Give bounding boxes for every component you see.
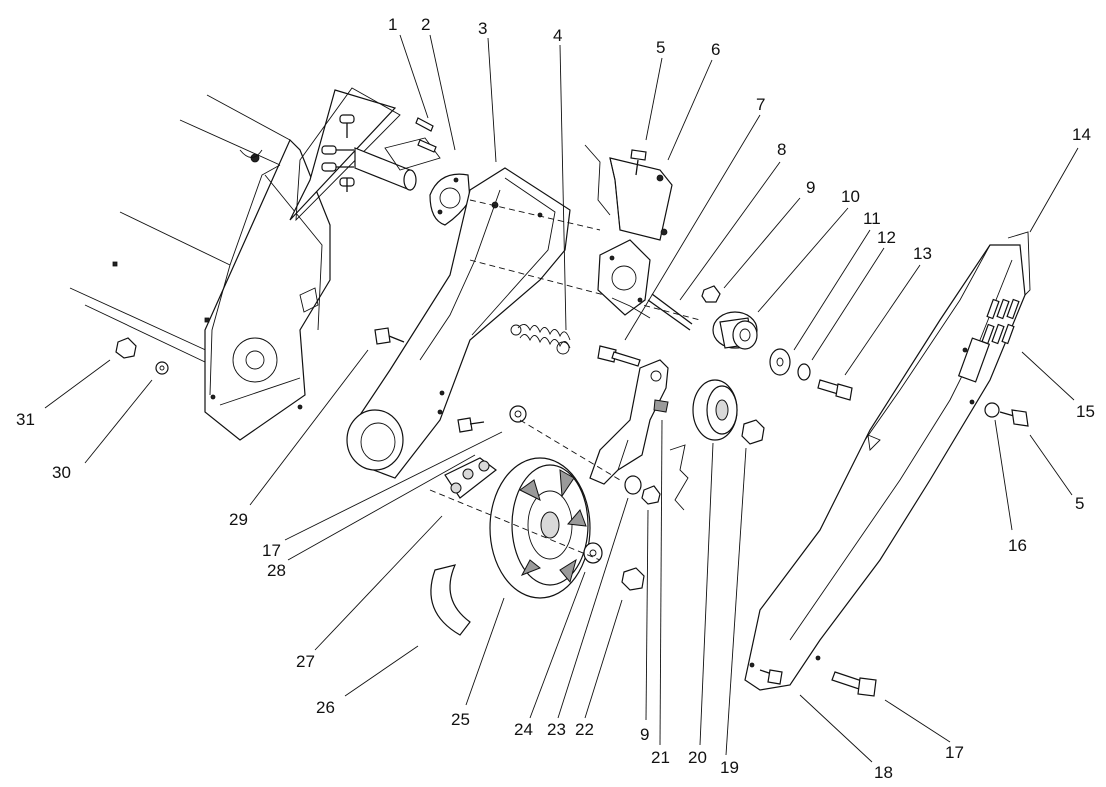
callout-16: 16: [1008, 536, 1027, 555]
bolt-set-card: [289, 87, 441, 222]
callout-2: 2: [421, 15, 430, 34]
callout-20: 20: [688, 748, 707, 767]
callout-9-lower: 9: [640, 725, 649, 744]
washer-12: [797, 363, 811, 381]
key: [415, 117, 434, 132]
callout-21: 21: [651, 748, 670, 767]
pulley-10: [712, 311, 758, 350]
bearing-flange: [429, 173, 471, 226]
drive-pulley: [489, 457, 591, 599]
bolt-17-large: [831, 671, 877, 697]
gearcase-plate: [346, 167, 701, 479]
idler-arm: [589, 359, 689, 511]
bolt-29: [374, 327, 405, 345]
bolt-5-right: [999, 409, 1029, 427]
frame-housing: [69, 94, 331, 441]
nut-19: [741, 419, 765, 445]
bracket: [584, 144, 673, 241]
callout-3: 3: [478, 19, 487, 38]
washer-11: [769, 348, 791, 376]
nut-31: [115, 337, 137, 359]
callout-7: 7: [756, 95, 765, 114]
nut-upper: [701, 285, 721, 303]
callout-23: 23: [547, 720, 566, 739]
callout-17-right: 17: [945, 743, 964, 762]
washer-30: [155, 361, 169, 375]
nut-22: [621, 567, 645, 591]
callout-28: 28: [267, 561, 286, 580]
callout-13: 13: [913, 244, 932, 263]
callout-12: 12: [877, 228, 896, 247]
belt-cover: [744, 231, 1031, 691]
callout-30: 30: [52, 463, 71, 482]
idler-pulley: [692, 379, 738, 441]
washer-28: [509, 405, 527, 423]
callout-15: 15: [1076, 402, 1095, 421]
callout-31: 31: [16, 410, 35, 429]
callout-8: 8: [777, 140, 786, 159]
callout-labels: 1 2 3 4 5 6 7 8 9 10 11 12 13 14 15 5 16…: [16, 15, 1095, 782]
nut-9-lower: [641, 485, 661, 505]
callout-24: 24: [514, 720, 533, 739]
callout-18: 18: [874, 763, 893, 782]
carriage-bolt: [597, 345, 641, 367]
screw-18: [759, 669, 783, 685]
callout-19: 19: [720, 758, 739, 777]
chain-link: [444, 457, 497, 499]
callout-10: 10: [841, 187, 860, 206]
callout-4: 4: [553, 26, 562, 45]
callout-17-left: 17: [262, 541, 281, 560]
leader-lines: [44, 34, 1079, 763]
washer-16: [984, 402, 1000, 418]
callout-5-right: 5: [1075, 494, 1084, 513]
callout-1: 1: [388, 15, 397, 34]
callout-14: 14: [1072, 125, 1091, 144]
callout-26: 26: [316, 698, 335, 717]
callout-11: 11: [863, 209, 881, 228]
callout-27: 27: [296, 652, 315, 671]
spring: [510, 324, 571, 355]
callout-29: 29: [229, 510, 248, 529]
callout-9: 9: [806, 178, 815, 197]
callout-5: 5: [656, 38, 665, 57]
washer-23: [624, 475, 642, 495]
bearing-mount: [597, 239, 693, 331]
callout-6: 6: [711, 40, 720, 59]
bolt-17-small: [457, 417, 485, 433]
callout-22: 22: [575, 720, 594, 739]
callout-25: 25: [451, 710, 470, 729]
belt: [430, 564, 471, 636]
bolt-13: [817, 379, 853, 401]
washer-24: [583, 542, 603, 564]
